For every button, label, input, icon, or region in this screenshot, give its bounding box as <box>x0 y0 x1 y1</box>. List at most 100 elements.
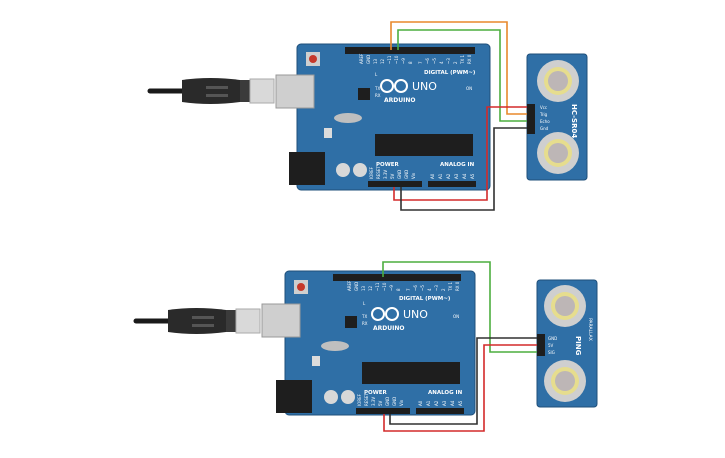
ping-sensor[interactable]: PING PARALLAX GND 5V SIG <box>536 279 598 408</box>
pin-label: ~10 <box>382 282 387 291</box>
power-pin-labels: IOREF RESET 3.3V 5V GND GND Vin <box>369 166 416 179</box>
sensor-pin-labels: GND 5V SIG <box>548 336 557 355</box>
power-header <box>368 181 422 187</box>
pin-label: ~11 <box>375 282 380 291</box>
pin-label: GND <box>548 336 557 341</box>
pin-label: AREF <box>359 53 364 64</box>
pin-label: 4 <box>439 61 444 64</box>
crystal <box>334 113 362 123</box>
pin-label: ~5 <box>432 58 437 64</box>
sensor-pin-labels: Vcc Trig Echo Gnd <box>539 105 550 131</box>
arduino-board-2[interactable]: AREF GND 13 12 ~11 ~10 ~9 8 7 ~6 ~5 4 ~3… <box>261 270 476 416</box>
tx-led-label: TX <box>374 86 380 91</box>
capacitor <box>324 390 338 404</box>
pin-label: 8 <box>408 61 413 64</box>
power-header <box>356 408 410 414</box>
pin-label: A0 <box>430 173 435 179</box>
pin-label: GND <box>397 170 402 179</box>
trig-wire[interactable] <box>390 21 527 115</box>
crystal <box>321 341 349 351</box>
pin-label: Echo <box>540 119 550 124</box>
power-label: POWER <box>364 390 388 396</box>
analog-header <box>416 408 464 414</box>
pin-label: 2 <box>453 61 458 64</box>
sensor-brand-label: PARALLAX <box>587 318 593 341</box>
usb-port <box>261 303 301 338</box>
microcontroller-chip <box>362 362 460 384</box>
pin-label: ~6 <box>413 285 418 291</box>
hc-sr04-sensor[interactable]: HC-SR04 Vcc Trig Echo Gnd <box>526 53 588 181</box>
pin-label: 13 <box>361 285 366 291</box>
pin-label: ~9 <box>389 285 394 291</box>
power-jack <box>289 152 325 185</box>
model-label: UNO <box>403 308 428 321</box>
usb-chip <box>345 316 357 328</box>
pin-label: RESET <box>376 166 381 179</box>
on-led-label: ON <box>466 86 472 91</box>
power-jack <box>276 380 312 413</box>
vcc-wire[interactable] <box>393 106 527 201</box>
usb-cable-2[interactable] <box>133 308 261 334</box>
gnd-wire[interactable] <box>400 127 527 211</box>
pin-label: RX 0 <box>467 54 472 64</box>
pin-label: 8 <box>396 288 401 291</box>
pin-label: A3 <box>454 173 459 179</box>
pin-label: IOREF <box>369 166 374 179</box>
pin-label: 12 <box>368 285 373 291</box>
vcc-wire[interactable] <box>383 344 537 432</box>
analog-label: ANALOG IN <box>428 390 463 396</box>
usb-chip <box>358 88 370 100</box>
pin-label: 7 <box>406 288 411 291</box>
pin-label: A4 <box>450 400 455 406</box>
digital-pin-labels: AREF GND 13 12 ~11 ~10 ~9 8 7 ~6 ~5 4 ~3… <box>359 53 472 65</box>
sensor-model-label: HC-SR04 <box>570 104 578 138</box>
rx-led-label: RX <box>375 93 381 98</box>
sig-wire[interactable] <box>382 261 537 353</box>
pin-label: 5V <box>548 343 554 348</box>
arduino-board-1[interactable]: AREF GND 13 12 ~11 ~10 ~9 8 7 ~6 ~5 4 ~3… <box>275 43 491 191</box>
pin-label: 5V <box>390 173 395 179</box>
pin-label: Vin <box>411 172 416 179</box>
digital-header-label: DIGITAL (PWM~) <box>424 70 476 76</box>
pin-label: ~10 <box>394 55 399 64</box>
power-label: POWER <box>376 162 400 168</box>
on-led-label: ON <box>453 314 459 319</box>
pin-label: 3.3V <box>383 170 388 179</box>
usb-cable-1[interactable] <box>147 78 275 104</box>
pin-label: A3 <box>442 400 447 406</box>
pin-label: RX 0 <box>455 281 460 291</box>
pin-label: Vin <box>399 399 404 406</box>
pin-label: 3.3V <box>371 397 376 406</box>
wires-2 <box>382 261 537 432</box>
regulator <box>324 128 332 138</box>
echo-wire[interactable] <box>397 29 527 122</box>
pin-label: ~6 <box>425 58 430 64</box>
pin-label: A1 <box>426 400 431 406</box>
pin-label: 12 <box>380 58 385 64</box>
pin-label: ~5 <box>420 285 425 291</box>
analog-pin-labels: A0 A1 A2 A3 A4 A5 <box>418 400 463 406</box>
tx-led-label: TX <box>361 314 367 319</box>
pin-label: GND <box>366 55 371 64</box>
analog-label: ANALOG IN <box>440 162 475 168</box>
model-label: UNO <box>412 80 437 93</box>
rx-led-label: RX <box>362 321 368 326</box>
pin-label: 7 <box>418 61 423 64</box>
pin-label: RESET <box>364 393 369 406</box>
analog-pin-labels: A0 A1 A2 A3 A4 A5 <box>430 173 475 179</box>
pin-label: ~3 <box>446 58 451 64</box>
pin-label: ~11 <box>387 55 392 64</box>
gnd-wire[interactable] <box>389 337 537 425</box>
capacitor <box>336 163 350 177</box>
pin-label: GND <box>354 282 359 291</box>
pin-label: GND <box>392 397 397 406</box>
pin-label: 2 <box>441 288 446 291</box>
pin-label: TX 1 <box>460 55 465 65</box>
pin-label: Vcc <box>540 105 547 110</box>
pin-label: ~9 <box>401 58 406 64</box>
microcontroller-chip <box>375 134 473 156</box>
pin-label: A4 <box>462 173 467 179</box>
pin-label: A2 <box>434 400 439 406</box>
l-led-label: L <box>363 301 366 306</box>
